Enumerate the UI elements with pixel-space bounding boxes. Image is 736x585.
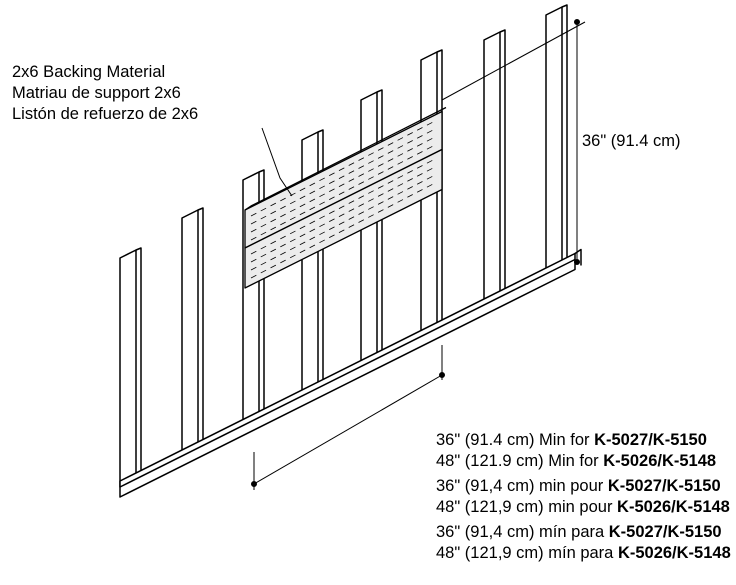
stud-face bbox=[119, 249, 137, 488]
spacing-dim-dot bbox=[439, 372, 445, 378]
wood-grain bbox=[250, 174, 437, 271]
wood-grain bbox=[250, 158, 437, 255]
backing-board bbox=[244, 148, 443, 289]
spacing-notes-fr: 36" (91,4 cm) min pour K-5027/K-5150 48"… bbox=[436, 476, 731, 518]
spacing-note: 48" (121.9 cm) Min for K-5026/K-5148 bbox=[436, 452, 717, 470]
backing-leader bbox=[261, 127, 293, 197]
stud-edge bbox=[436, 49, 443, 326]
stud-edge bbox=[561, 4, 568, 264]
backing-label-es: Listón de refuerzo de 2x6 bbox=[12, 105, 199, 123]
backing-label-en: 2x6 Backing Material bbox=[12, 63, 166, 81]
wood-grain bbox=[250, 144, 437, 241]
wood-grain bbox=[250, 166, 437, 263]
backing-label-fr: Matriau de support 2x6 bbox=[12, 84, 181, 102]
stud-spacing-notes: 36" (91.4 cm) Min for K-5027/K-5150 48" … bbox=[436, 430, 731, 568]
spacing-note: 48" (121,9 cm) mín para K-5026/K-5148 bbox=[436, 544, 731, 562]
dimension-lines bbox=[251, 19, 586, 490]
plate-edge bbox=[119, 258, 576, 488]
spacing-dim-line bbox=[253, 374, 443, 485]
wood-grain bbox=[250, 182, 437, 279]
height-dim-dot bbox=[574, 259, 580, 265]
backing-top-edge bbox=[244, 106, 447, 211]
height-dim-dot bbox=[574, 19, 580, 25]
spacing-dim-dot bbox=[251, 481, 257, 487]
bottom-plate bbox=[119, 248, 582, 498]
wall-studs bbox=[119, 4, 568, 488]
spacing-notes-es: 36" (91,4 cm) mín para K-5027/K-5150 48"… bbox=[436, 522, 731, 564]
stud-edge bbox=[499, 29, 506, 294]
stud-face bbox=[181, 209, 199, 456]
stud-edge bbox=[258, 169, 265, 415]
spacing-note: 36" (91,4 cm) min pour K-5027/K-5150 bbox=[436, 477, 721, 495]
wood-grain bbox=[250, 136, 437, 233]
spacing-notes-en: 36" (91.4 cm) Min for K-5027/K-5150 48" … bbox=[436, 430, 731, 472]
spacing-note: 48" (121,9 cm) min pour K-5026/K-5148 bbox=[436, 498, 730, 516]
stud-face bbox=[545, 6, 563, 275]
height-ext-top bbox=[441, 21, 586, 101]
stud-edge bbox=[317, 129, 324, 385]
wood-grain bbox=[250, 128, 437, 225]
stud-edge bbox=[376, 89, 383, 356]
plate-face bbox=[119, 252, 576, 498]
wood-grain bbox=[250, 120, 437, 217]
stud-face bbox=[301, 131, 319, 396]
spacing-note: 36" (91.4 cm) Min for K-5027/K-5150 bbox=[436, 431, 707, 449]
backing-material-label: 2x6 Backing Material Matriau de support … bbox=[12, 62, 198, 125]
height-dimension-label: 36" (91.4 cm) bbox=[582, 132, 681, 150]
spacing-note: 36" (91,4 cm) mín para K-5027/K-5150 bbox=[436, 523, 722, 541]
stud-edge bbox=[197, 207, 204, 445]
stud-edge bbox=[135, 247, 142, 477]
backing-boards bbox=[244, 106, 447, 289]
